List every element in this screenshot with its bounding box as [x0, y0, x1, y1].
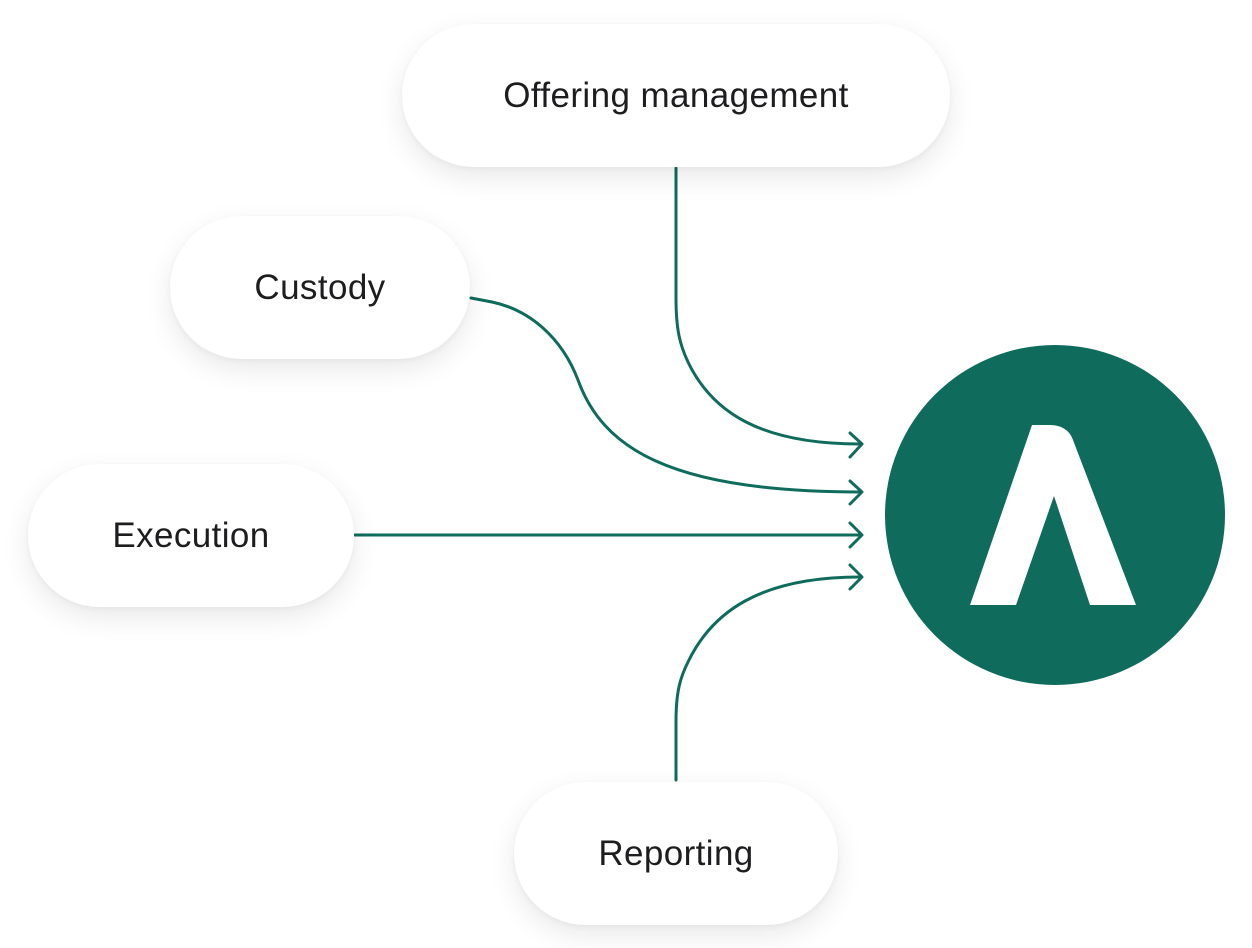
custody-label: Custody — [254, 267, 386, 307]
custody-node: Custody — [170, 216, 470, 359]
reporting-label: Reporting — [598, 833, 754, 873]
execution-label: Execution — [112, 515, 270, 555]
arrowhead-reporting — [848, 563, 864, 591]
reporting-node: Reporting — [514, 782, 838, 925]
arrowhead-execution — [848, 521, 864, 549]
connector-reporting — [674, 575, 862, 782]
offering-management-label: Offering management — [503, 75, 849, 115]
arrowhead-offering — [848, 431, 864, 459]
arrowhead-custody — [848, 479, 864, 506]
hub-circle — [885, 345, 1225, 685]
offering-management-node: Offering management — [402, 24, 950, 167]
execution-node: Execution — [28, 464, 354, 607]
connector-offering — [674, 166, 862, 446]
lambda-logo-icon — [970, 424, 1136, 605]
connector-custody — [469, 296, 862, 494]
